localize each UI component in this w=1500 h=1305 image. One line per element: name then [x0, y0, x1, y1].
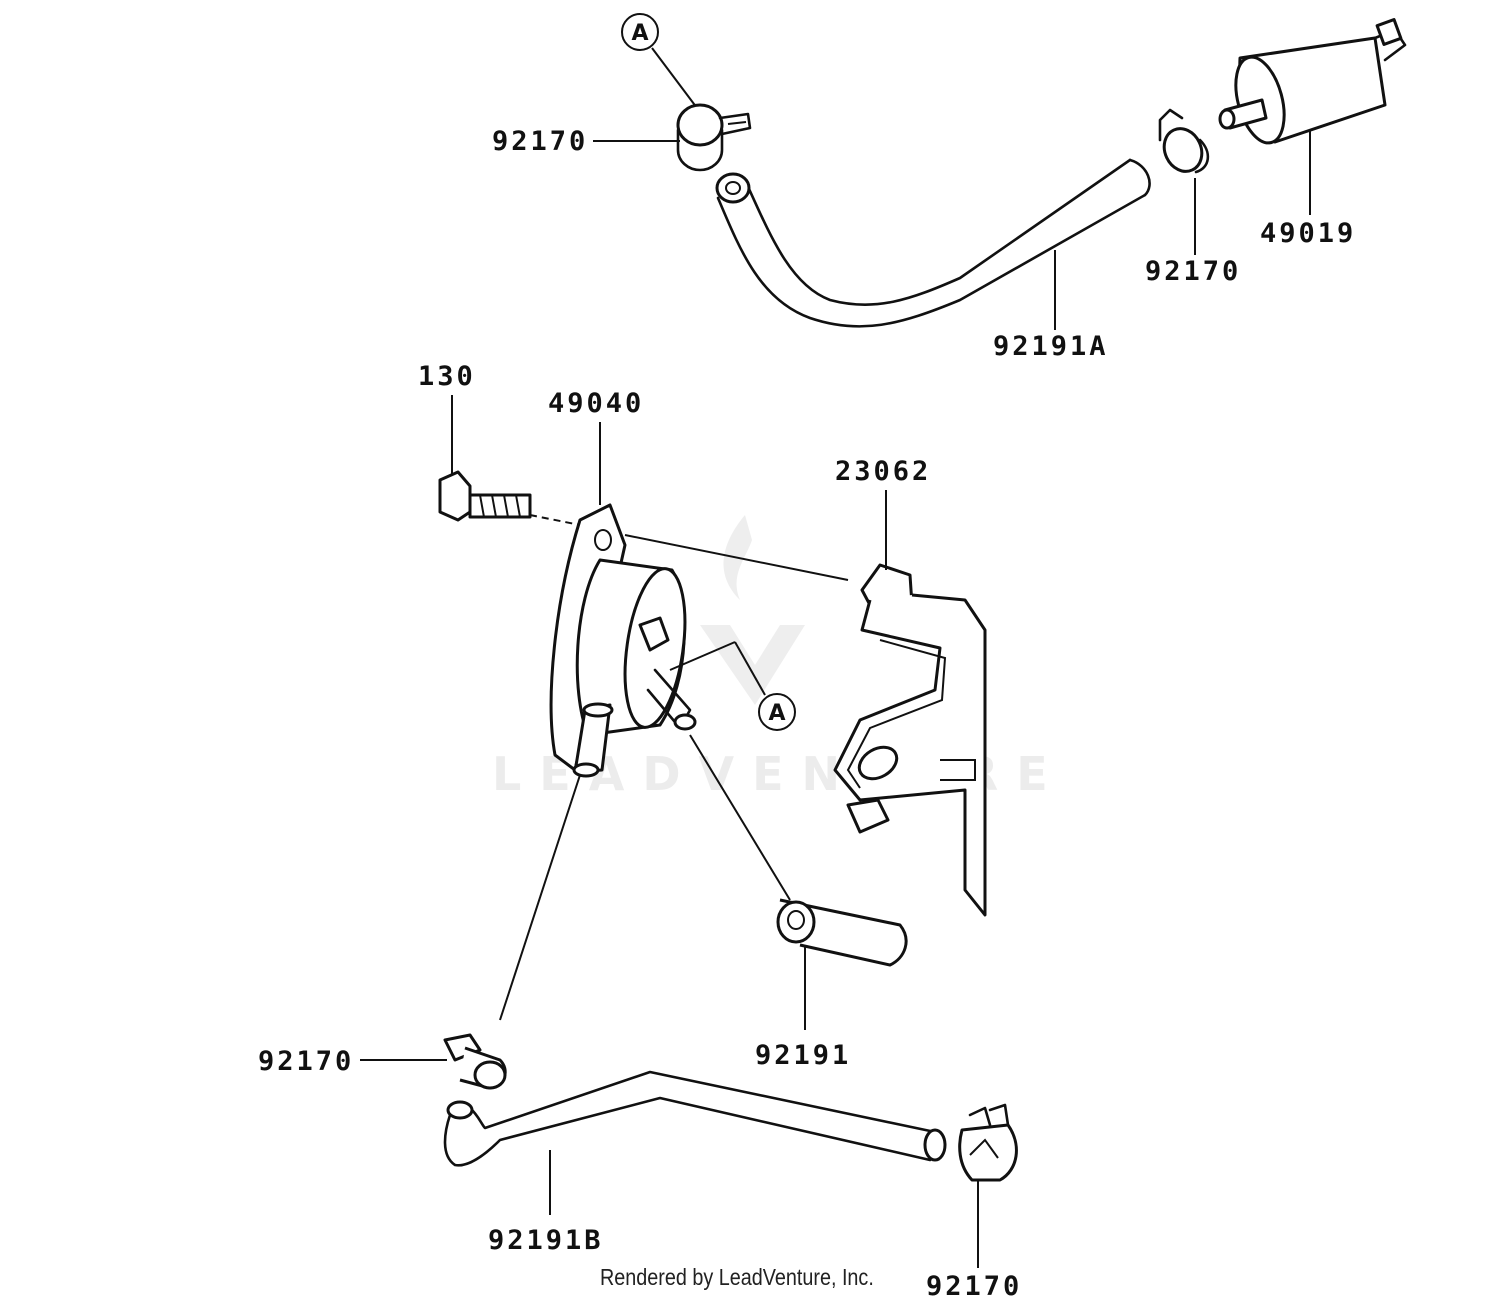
part-label-92170-lower-left: 92170: [258, 1046, 354, 1077]
hose-clamp-top: [676, 103, 752, 172]
callout-a-mid: A: [669, 641, 796, 731]
leader-pump-outlet: [499, 774, 581, 1021]
part-label-92191b: 92191B: [488, 1225, 604, 1256]
svg-text:A: A: [631, 21, 648, 46]
hose-92191a: [715, 158, 1151, 328]
hose-clamp-lower-left: [443, 1033, 507, 1090]
part-label-92170-lower-right: 92170: [926, 1271, 1022, 1300]
fuel-filter: [1218, 18, 1407, 145]
part-label-23062: 23062: [835, 456, 931, 487]
hose-clamp-filter: [1158, 108, 1210, 174]
svg-text:A: A: [768, 701, 785, 726]
part-label-92191: 92191: [755, 1040, 851, 1071]
render-credit: Rendered by LeadVenture, Inc.: [600, 1264, 874, 1290]
part-label-49040: 49040: [548, 388, 644, 419]
hose-clamp-lower-right: [958, 1103, 1018, 1182]
part-label-92170-top: 92170: [492, 126, 588, 157]
part-label-49019: 49019: [1260, 218, 1356, 249]
fuel-pump: [549, 503, 849, 778]
part-label-92191a: 92191A: [993, 331, 1109, 362]
part-label-130: 130: [418, 361, 476, 392]
callout-a-top: A: [621, 13, 698, 109]
hose-92191: [689, 734, 908, 967]
pump-bracket: [833, 563, 987, 917]
bolt: [438, 470, 596, 529]
hose-92191b: [443, 1070, 947, 1167]
part-label-92170-filter: 92170: [1145, 256, 1241, 287]
